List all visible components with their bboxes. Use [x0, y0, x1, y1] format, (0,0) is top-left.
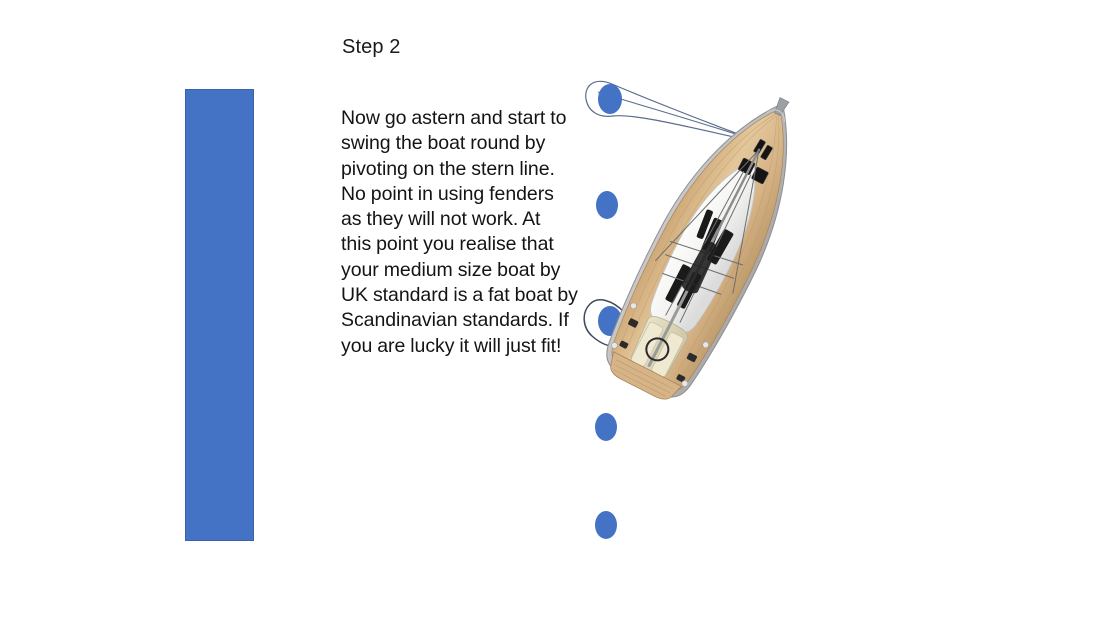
slide-title: Step 2: [342, 36, 401, 58]
yacht-boom: [713, 148, 761, 239]
yacht-transom-planking: [614, 359, 674, 397]
mooring-buoy-4[interactable]: [595, 413, 617, 441]
body-line: you are lucky it will just fit!: [341, 334, 562, 357]
yacht-sail-cover: [681, 241, 718, 294]
mooring-buoy-5[interactable]: [595, 511, 617, 539]
yacht-deck-hardware: [619, 318, 698, 383]
body-line: Now go astern and start to: [341, 107, 567, 129]
yacht-bow-pulpit: [766, 109, 785, 123]
pontoon-dock-shape[interactable]: [185, 89, 254, 541]
yacht-helm-wheel: [645, 337, 670, 362]
body-line: No point in using fenders: [341, 182, 554, 205]
body-line: swing the boat round by: [341, 132, 546, 155]
mooring-buoy-1[interactable]: [598, 84, 622, 114]
yacht-swim-platform: [610, 351, 682, 400]
body-line: as they will not work. At: [341, 208, 541, 231]
body-line: this point you realise that: [341, 233, 554, 256]
body-line: Scandinavian standards. If: [341, 309, 569, 332]
body-line: pivoting on the stern line.: [341, 157, 555, 180]
sailing-yacht-illustration[interactable]: [594, 78, 826, 414]
yacht-stanchions: [611, 302, 709, 387]
mooring-buoy-2[interactable]: [596, 191, 618, 219]
slide-body-text: Now go astern and start to swing the boa…: [341, 106, 585, 359]
yacht-foredeck-hatches: [738, 139, 773, 185]
body-line: UK standard is a fat boat by: [341, 284, 578, 307]
body-line: your medium size boat by: [341, 258, 561, 281]
yacht-svg: [606, 97, 790, 400]
